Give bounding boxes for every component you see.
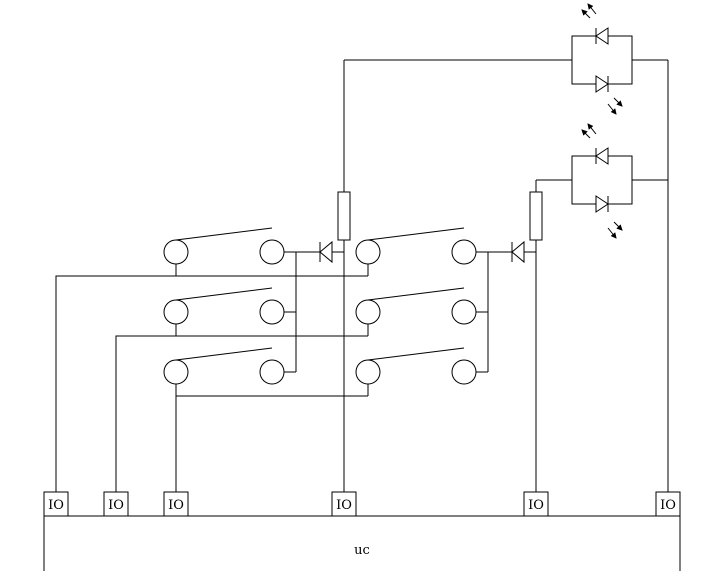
common-wire: [632, 59, 669, 492]
io-pin-5: IO: [523, 491, 549, 517]
led-pair-top: [571, 3, 633, 115]
column1-wire: [343, 59, 572, 492]
switch-r2-c2: [355, 287, 477, 325]
io-label: IO: [48, 498, 64, 513]
io-pin-4: IO: [331, 491, 357, 517]
switch-r3-c1: [163, 347, 285, 385]
io-label: IO: [528, 498, 544, 513]
io-label: IO: [168, 498, 184, 513]
right-column-bus: [476, 251, 512, 373]
switch-r3-c2: [355, 347, 477, 385]
row-wires: [55, 264, 369, 492]
io-pin-3: IO: [163, 491, 189, 517]
switch-r1-c1: [163, 227, 285, 265]
led-pair-bottom: [571, 123, 633, 239]
left-column-bus: [284, 251, 320, 373]
column2-wire: [535, 179, 572, 492]
resistor-right: [529, 191, 543, 241]
switch-r2-c1: [163, 287, 285, 325]
io-pin-6: IO: [655, 491, 681, 517]
resistor-left: [337, 191, 351, 241]
io-label: IO: [336, 498, 352, 513]
microcontroller-block: uc: [43, 515, 681, 571]
io-label: IO: [108, 498, 124, 513]
switch-r1-c2: [355, 227, 477, 265]
io-label: IO: [660, 498, 676, 513]
diode-right: [511, 240, 536, 264]
io-pin-1: IO: [43, 491, 69, 517]
diode-left: [319, 240, 344, 264]
io-pin-2: IO: [103, 491, 129, 517]
controller-label: uc: [354, 543, 370, 558]
